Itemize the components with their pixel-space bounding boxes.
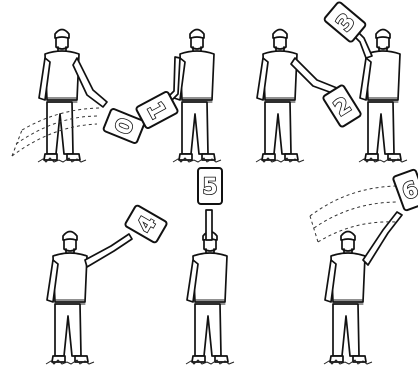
figure-signal-5: 5 [186, 168, 234, 364]
figure-signal-3: 3 [323, 1, 407, 162]
plate-number-5: 5 [202, 175, 217, 200]
signal-plate-6: 6 [393, 169, 418, 211]
figure-signal-4: 4 [46, 205, 168, 364]
figure-signal-2: 2 [256, 30, 362, 163]
figure-signal-6: 6 [310, 169, 418, 364]
figure-signal-0: 0 [12, 30, 145, 163]
signal-plate-5: 5 [198, 168, 222, 204]
figure-signal-1: 1 [135, 30, 221, 163]
